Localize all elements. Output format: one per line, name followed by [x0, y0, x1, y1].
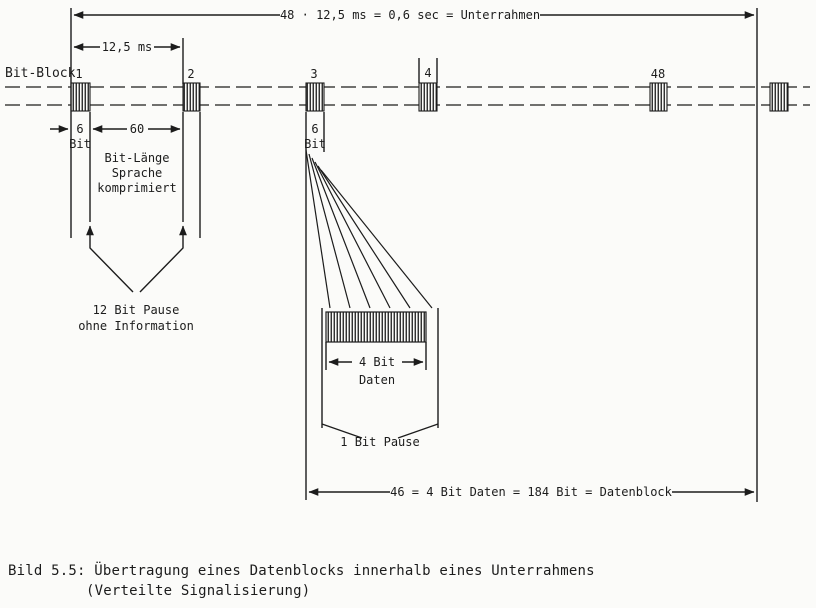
block-number-1: 1 [75, 67, 82, 81]
pause12-label-line1: 12 Bit Pause [93, 303, 180, 317]
block-number-48: 48 [651, 67, 665, 81]
pause-pointer-lines [321, 423, 439, 439]
dim-6bit-mid-value: 6 [311, 122, 318, 136]
dim-6bit-left-unit: Bit [69, 137, 91, 151]
signal-band-dashes [5, 86, 810, 106]
bit-block-4 [418, 82, 438, 112]
block-number-4: 4 [424, 66, 431, 80]
dim-6bit-mid-unit: Bit [304, 137, 326, 151]
dimension-lines [50, 11, 755, 496]
bit-block-48 [649, 82, 668, 112]
top-dimension-label: 48 · 12,5 ms = 0,6 sec = Unterrahmen [280, 8, 540, 22]
dim-60-label: 60 [130, 122, 144, 136]
block-number-3: 3 [310, 67, 317, 81]
row-label-bit-block: Bit-Block [5, 66, 76, 81]
bit-block-2 [182, 82, 201, 112]
reference-lines [70, 8, 758, 502]
figure-caption-line2: (Verteilte Signalisierung) [86, 583, 310, 599]
expanded-data-block [325, 311, 427, 343]
figure-caption-line1: Bild 5.5: Übertragung eines Datenblocks … [8, 561, 595, 579]
dim-6bit-left-value: 6 [76, 122, 83, 136]
pause1-label: 1 Bit Pause [340, 435, 419, 449]
speech-label-line1: Bit-Länge [104, 151, 169, 165]
speech-label-line2: Sprache [112, 166, 163, 180]
dim-4bit-unit: Daten [359, 373, 395, 387]
bit-block-1 [70, 82, 91, 112]
bit-block-3 [305, 82, 325, 112]
bottom-dimension-label: 46 = 4 Bit Daten = 184 Bit = Datenblock [390, 485, 673, 499]
speech-label-line3: komprimiert [97, 181, 176, 195]
block-number-2: 2 [187, 67, 194, 81]
zoom-fan-lines [305, 149, 433, 309]
bit-blocks [70, 82, 789, 112]
pause12-label-line2: ohne Information [78, 319, 194, 333]
bit-block-end [769, 82, 789, 112]
dim-4bit-value: 4 Bit [359, 355, 395, 369]
block-period-label: 12,5 ms [102, 40, 153, 54]
